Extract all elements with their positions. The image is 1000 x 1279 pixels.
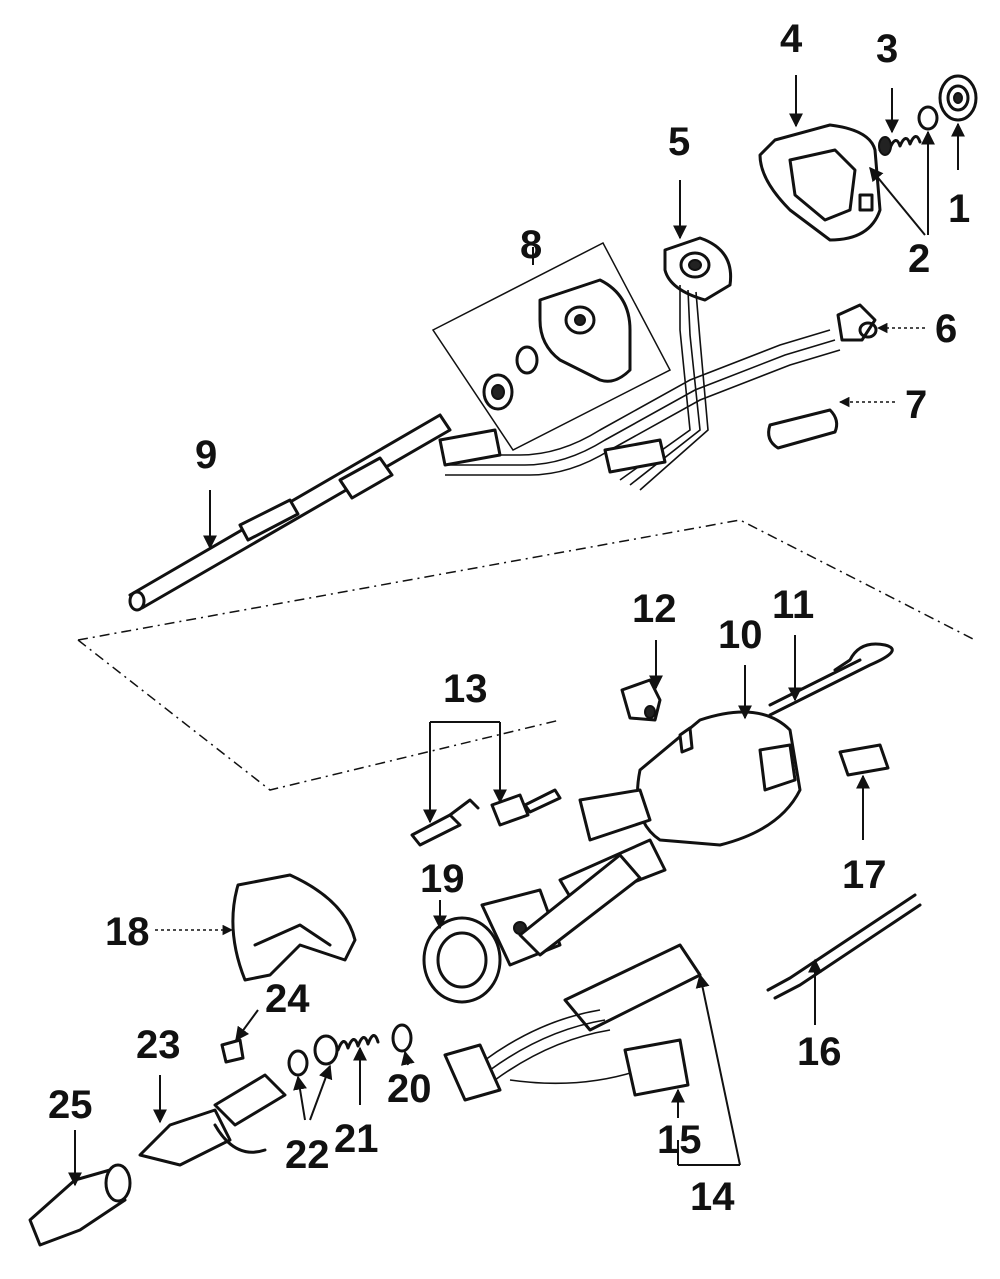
part-4-cover xyxy=(758,123,882,242)
part-1-nut xyxy=(938,74,978,122)
callout-10: 10 xyxy=(718,613,763,657)
callout-labels: 1 2 3 4 5 6 7 8 9 10 11 12 13 14 15 16 1… xyxy=(48,17,970,1219)
callout-16: 16 xyxy=(797,1030,842,1074)
callout-4: 4 xyxy=(780,17,803,61)
callout-9: 9 xyxy=(195,433,217,477)
callout-3: 3 xyxy=(876,27,898,71)
leader-lines xyxy=(68,75,965,1187)
harness-top xyxy=(438,329,841,476)
callout-15: 15 xyxy=(657,1118,702,1162)
callout-6: 6 xyxy=(935,307,957,351)
part-6-connector xyxy=(836,303,878,342)
callout-22: 22 xyxy=(285,1133,330,1177)
part-7-connector xyxy=(767,408,839,450)
part-12-switch xyxy=(620,678,662,722)
part-13-retainers xyxy=(410,788,562,847)
callout-19: 19 xyxy=(420,857,465,901)
callout-1: 1 xyxy=(948,187,970,231)
callout-21: 21 xyxy=(334,1117,379,1161)
callout-14: 14 xyxy=(690,1175,735,1219)
lower-shaft xyxy=(518,853,642,957)
callout-8: 8 xyxy=(520,223,542,267)
part-15-connector xyxy=(623,1038,690,1097)
part-11-wire xyxy=(768,642,894,717)
callout-18: 18 xyxy=(105,910,150,954)
part-23-ujoint xyxy=(138,1073,287,1167)
part-5-switch xyxy=(619,236,733,491)
callout-24: 24 xyxy=(265,977,310,1021)
part-18-cover xyxy=(231,873,357,982)
part-24-bolt xyxy=(220,1038,245,1064)
dashed-boundary xyxy=(77,519,976,791)
callout-17: 17 xyxy=(842,853,887,897)
part-9-shaft xyxy=(128,413,452,612)
callout-12: 12 xyxy=(632,587,677,631)
part-20-washer xyxy=(391,1023,413,1053)
part-21-spring xyxy=(336,1034,380,1052)
part-17-clip xyxy=(838,743,890,777)
callout-13: 13 xyxy=(443,667,488,711)
callout-23: 23 xyxy=(136,1023,181,1067)
callout-20: 20 xyxy=(387,1067,432,1111)
callout-5: 5 xyxy=(668,120,690,164)
part-22-washers xyxy=(287,1034,339,1077)
part-8-assembly xyxy=(431,241,672,451)
part-16-rod xyxy=(766,893,922,1000)
callout-25: 25 xyxy=(48,1083,93,1127)
part-25-coupling xyxy=(28,1163,132,1247)
callout-2: 2 xyxy=(908,237,930,281)
callout-7: 7 xyxy=(905,383,927,427)
part-3-spring xyxy=(878,135,922,156)
callout-11: 11 xyxy=(772,583,814,627)
